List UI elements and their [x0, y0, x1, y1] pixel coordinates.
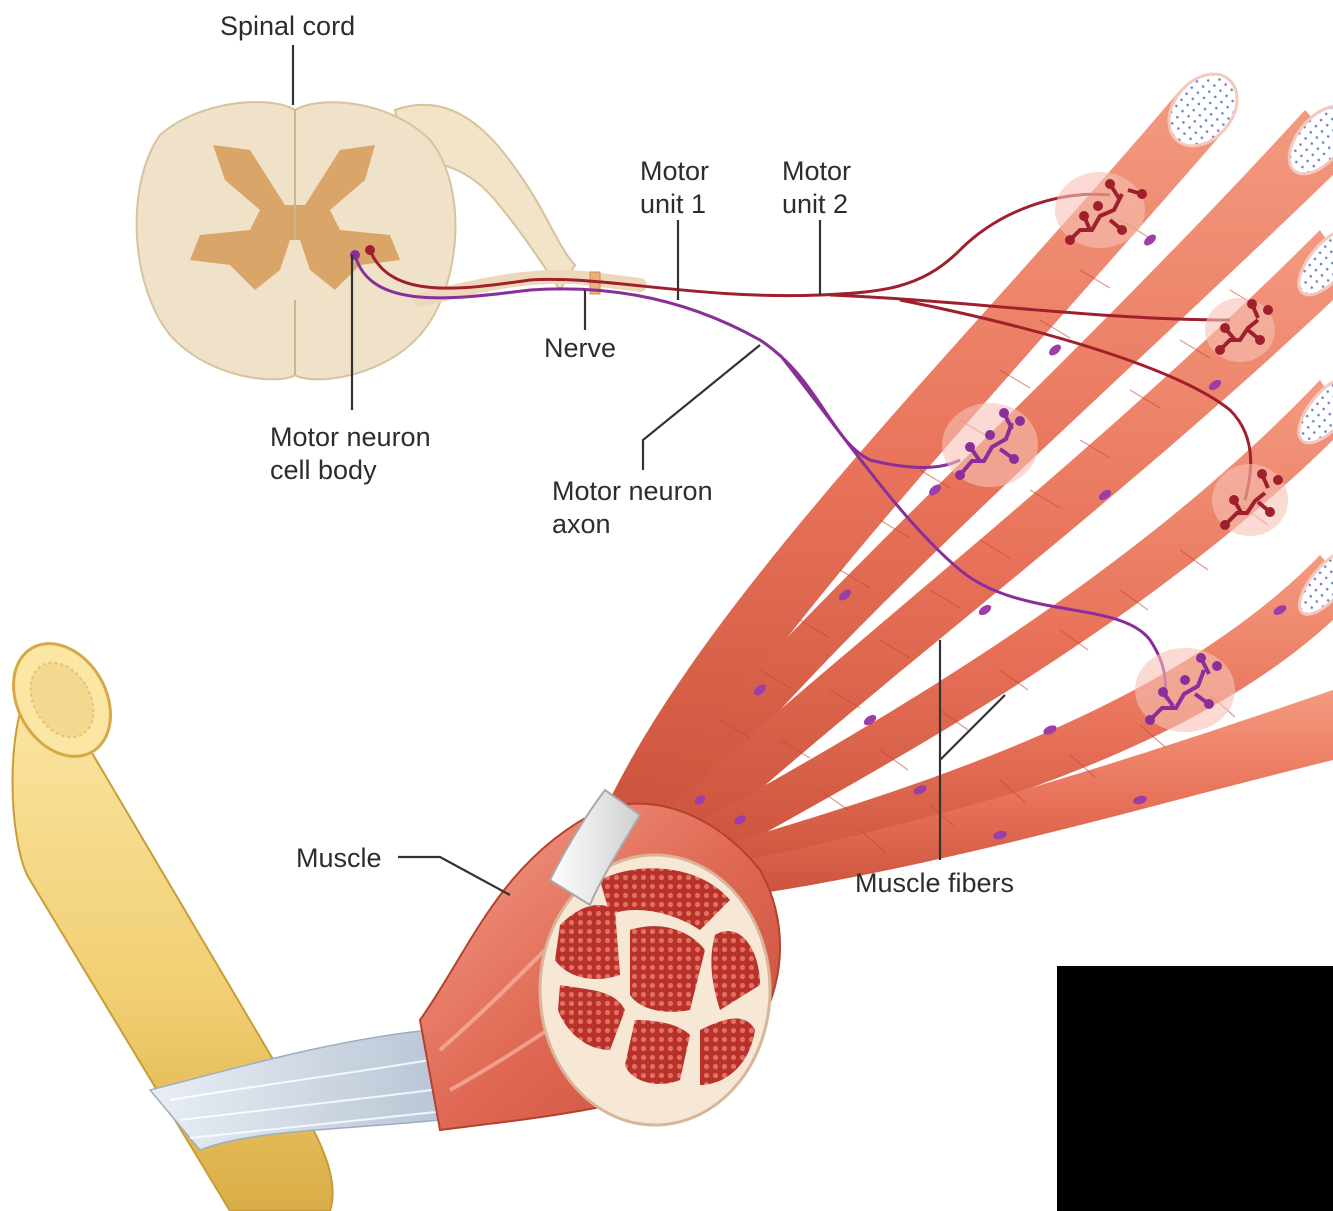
spinal-cord-group [137, 102, 575, 379]
label-nerve: Nerve [544, 333, 616, 363]
label-muscle-fibers: Muscle fibers [855, 868, 1014, 898]
junction-unit-1 [942, 403, 1038, 487]
label-motor-neuron-axon: Motor neuron axon [552, 476, 720, 539]
junction-unit-2 [1212, 464, 1288, 536]
label-muscle: Muscle [296, 843, 382, 873]
label-motor-unit-1: Motor unit 1 [640, 156, 717, 219]
junction-unit-1 [1135, 648, 1235, 732]
label-motor-neuron-cell-body: Motor neuron cell body [270, 422, 438, 485]
label-motor-unit-2: Motor unit 2 [782, 156, 859, 219]
junction-unit-2 [1205, 298, 1275, 362]
label-spinal-cord: Spinal cord [220, 11, 355, 41]
spinal-cord-white-matter [137, 102, 456, 379]
redaction-box [1057, 966, 1333, 1211]
